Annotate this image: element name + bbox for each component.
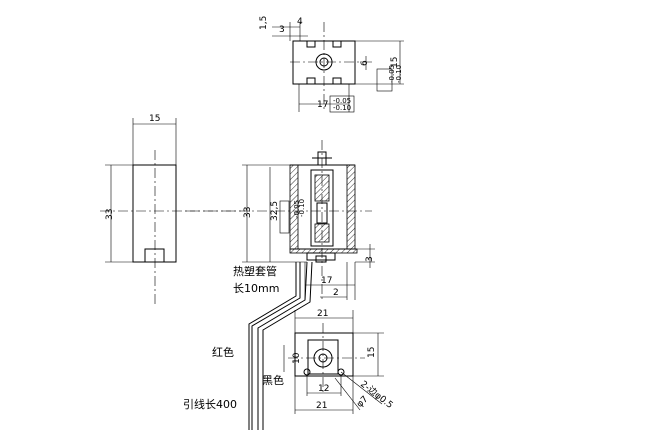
front-tol-top: -0.05 bbox=[293, 200, 301, 218]
top-view: 1,5 4 3 6 15 -0.05 -0.10 17 -0.05 -0.10 bbox=[259, 16, 404, 113]
bottom-dim-21-top: 21 bbox=[317, 309, 328, 319]
label-black: 黑色 bbox=[262, 373, 284, 387]
label-lead-length: 引线长400 bbox=[183, 397, 237, 411]
side-view: 15 33 bbox=[100, 114, 245, 305]
label-length-10mm: 长10mm bbox=[233, 282, 279, 295]
label-red: 红色 bbox=[212, 345, 234, 359]
bottom-phi7: φ7 bbox=[355, 394, 370, 409]
tol-bottom-bot: -0.10 bbox=[333, 104, 351, 112]
front-dim-3: 3 bbox=[365, 256, 375, 262]
dim-1-5: 1,5 bbox=[259, 16, 269, 30]
dim-15: 15 bbox=[390, 57, 400, 68]
dim-6: 6 bbox=[360, 60, 370, 66]
bottom-view: 21 10 15 12 21 2-边φ0.5 φ7 bbox=[283, 309, 395, 414]
labels: 热塑套管 长10mm 红色 黑色 引线长400 bbox=[183, 264, 284, 411]
front-dim-33: 33 bbox=[243, 207, 253, 218]
dim-4: 4 bbox=[297, 17, 303, 27]
bottom-dim-10: 10 bbox=[292, 352, 302, 364]
side-dim-33: 33 bbox=[105, 209, 115, 220]
dim-3: 3 bbox=[279, 25, 285, 35]
label-heat-shrink: 热塑套管 bbox=[233, 264, 277, 278]
front-dim-2: 2 bbox=[333, 288, 339, 298]
front-dim-17: 17 bbox=[321, 276, 332, 286]
bottom-dim-12: 12 bbox=[318, 384, 329, 394]
front-tol-bot: -0.10 bbox=[298, 199, 306, 217]
lead-wires bbox=[248, 261, 313, 430]
front-view: -0.05 -0.10 33 32,5 3 17 2 bbox=[185, 140, 375, 300]
front-dim-32-5: 32,5 bbox=[270, 201, 280, 221]
tol-right-top: -0.05 bbox=[388, 65, 396, 83]
dim-17: 17 bbox=[317, 100, 328, 110]
side-dim-15: 15 bbox=[149, 114, 160, 124]
bottom-dim-21: 21 bbox=[316, 401, 327, 411]
bottom-dim-15: 15 bbox=[367, 347, 377, 358]
tol-right-bot: -0.10 bbox=[395, 65, 403, 83]
tol-bottom-top: -0.05 bbox=[333, 97, 351, 105]
